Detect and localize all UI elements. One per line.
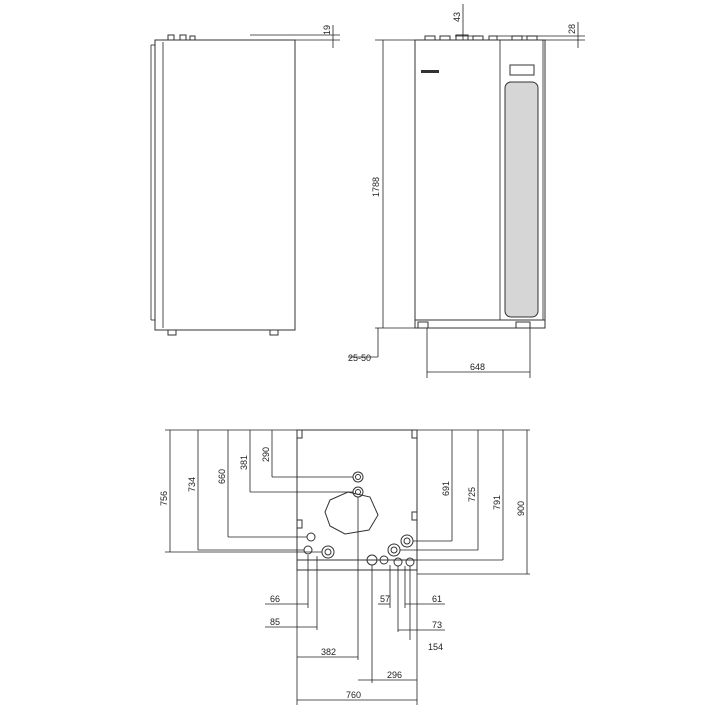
dim-734: 734	[187, 477, 197, 492]
dim-154: 154	[428, 642, 443, 652]
side-view-foot-right	[269, 329, 279, 336]
dim-382: 382	[321, 647, 336, 657]
connection-290	[352, 471, 364, 483]
dim-61: 61	[432, 594, 442, 604]
dim-25-50: 25-50	[348, 353, 371, 363]
side-view-top-fitting-3	[189, 35, 196, 41]
dim-760: 760	[346, 690, 361, 700]
connection-734	[303, 545, 313, 555]
front-view-panel	[504, 81, 539, 318]
dim-290: 290	[261, 447, 271, 462]
side-view-body	[154, 39, 296, 331]
connection-73	[393, 557, 403, 567]
dim-73: 73	[432, 620, 442, 630]
dim-660: 660	[217, 469, 227, 484]
connection-756	[321, 545, 335, 559]
front-view: 43 28 1788 25-50 648	[348, 4, 585, 378]
connection-61	[379, 555, 389, 565]
dim-791: 791	[492, 495, 502, 510]
side-view-foot-left	[167, 329, 177, 336]
connection-691	[400, 534, 414, 548]
dim-57: 57	[380, 594, 390, 604]
dim-296: 296	[387, 670, 402, 680]
dim-85: 85	[270, 617, 280, 627]
dim-900: 900	[516, 501, 526, 516]
dim-648: 648	[470, 362, 485, 372]
dim-691: 691	[441, 481, 451, 496]
front-view-base	[414, 319, 546, 329]
dim-725: 725	[467, 487, 477, 502]
bottom-view-body	[296, 429, 418, 561]
display-unit	[509, 64, 535, 76]
connection-154	[405, 557, 415, 567]
side-view-top-fitting-1	[167, 34, 175, 41]
dim-43: 43	[452, 12, 462, 22]
dim-1788: 1788	[371, 177, 381, 197]
connection-660	[306, 532, 316, 542]
bottom-view: 756 734 660 381 290 691 725 791 900 66 8…	[159, 429, 530, 705]
dim-756: 756	[159, 491, 169, 506]
side-view-top-fitting-2	[179, 34, 187, 41]
connection-381	[352, 486, 364, 498]
dim-19: 19	[322, 25, 332, 35]
brand-logo	[421, 70, 439, 73]
bottom-cutout	[324, 491, 379, 535]
side-view: 19	[150, 25, 340, 336]
dim-28: 28	[567, 24, 577, 34]
dim-66: 66	[270, 594, 280, 604]
dim-381: 381	[239, 455, 249, 470]
connection-725	[387, 543, 401, 557]
